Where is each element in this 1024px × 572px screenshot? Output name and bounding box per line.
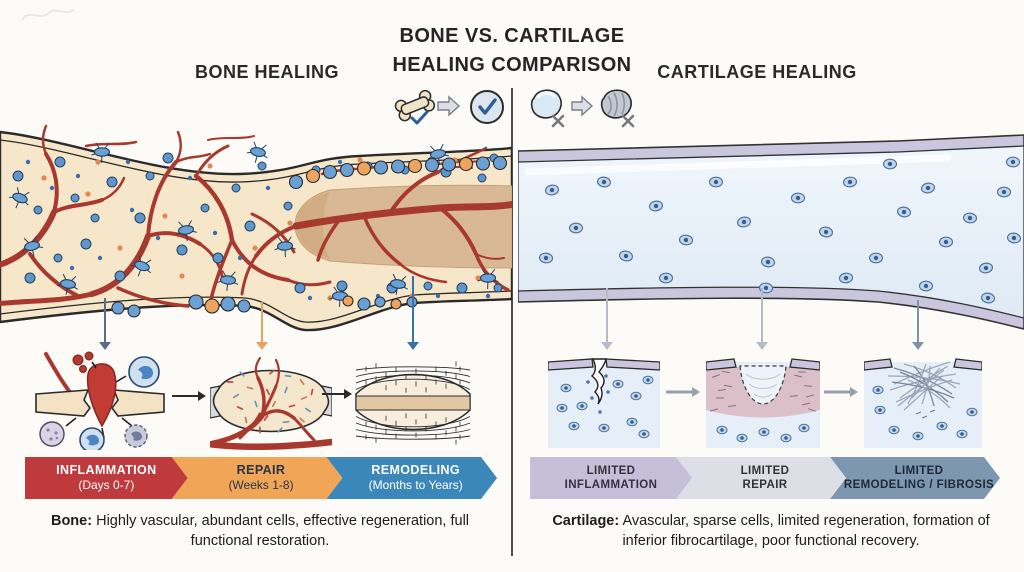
bone-outcome-icons	[394, 89, 504, 125]
fibrous-scar	[887, 361, 961, 419]
bone-timeline: INFLAMMATION (Days 0-7) REPAIR (Weeks 1-…	[25, 457, 497, 499]
cartilage-caption: Cartilage: Avascular, sparse cells, limi…	[552, 513, 990, 549]
cartilage-outcome-icons	[530, 89, 635, 128]
bone-stage-repair-panel	[210, 356, 332, 450]
center-divider	[511, 88, 513, 556]
central-band	[355, 395, 471, 411]
cartilage-timeline: LIMITED INFLAMMATION LIMITED REPAIR LIMI…	[530, 457, 1000, 499]
immune-cell-granulocyte	[39, 421, 65, 447]
bone-section-header: BONE HEALING	[194, 62, 339, 82]
timeline-inflammation: INFLAMMATION (Days 0-7)	[25, 457, 188, 499]
bone-cross-section-illustration	[0, 124, 512, 332]
hematoma	[86, 363, 117, 428]
immune-cell-neutrophil	[124, 424, 148, 448]
small-check-icon	[410, 110, 429, 125]
timeline-limited-remodeling: LIMITED REMODELING / FIBROSIS	[830, 457, 1000, 499]
recruitment-arrows	[65, 361, 133, 439]
bone-vessels-and-cells	[0, 124, 512, 318]
immune-cell-macrophage	[128, 356, 160, 388]
down-arrow-repair	[255, 302, 269, 350]
cartilage-stage-limited-repair-panel	[706, 358, 820, 448]
immune-cell-monocyte	[79, 427, 105, 450]
down-arrow-inflammation	[98, 298, 112, 350]
defect-crack	[590, 358, 607, 405]
repair-basin	[739, 365, 787, 405]
cartilage-stage-defect-panel	[548, 358, 660, 448]
down-arrow-remodeling	[406, 276, 420, 350]
ingrowing-vessels	[210, 356, 332, 450]
down-arrow-limited-repair	[755, 288, 769, 350]
bone-check-icon	[394, 89, 436, 122]
stage-arrow-2-to-3	[322, 388, 352, 400]
cartilage-section-header: CARTILAGE HEALING	[657, 62, 857, 82]
down-arrow-limited-inflammation	[600, 288, 614, 350]
stage-arrow-5-to-6	[824, 386, 858, 398]
bone-fragment-left	[35, 389, 91, 417]
cartilage-cross-section-illustration	[518, 134, 1024, 330]
cartilage-matrix	[518, 145, 1024, 319]
title-line-1: BONE VS. CARTILAGE	[399, 25, 625, 47]
faint-scribble	[21, 9, 75, 21]
arrow-right-icon	[571, 95, 594, 117]
cartilage-stage-fibrosis-panel	[864, 358, 982, 448]
chondrocyte-cells	[538, 156, 1022, 304]
arrow-right-icon	[437, 95, 461, 117]
damaged-cartilage-x-icon	[600, 89, 635, 128]
timeline-remodeling: REMODELING (Months to Years)	[326, 457, 497, 499]
stage-arrow-4-to-5	[666, 386, 700, 398]
timeline-limited-inflammation: LIMITED INFLAMMATION	[530, 457, 692, 499]
stage-arrow-1-to-2	[172, 390, 206, 402]
timeline-repair: REPAIR (Weeks 1-8)	[172, 457, 343, 499]
periosteum-bottom-line	[0, 290, 512, 323]
cartilage-x-icon	[530, 89, 565, 128]
down-arrow-fibrosis	[911, 300, 925, 350]
bone-caption: Bone: Highly vascular, abundant cells, e…	[50, 513, 470, 549]
bone-stage-remodeling-panel	[355, 361, 471, 445]
title-line-2: HEALING COMPARISON	[392, 54, 632, 76]
page-title: BONE VS. CARTILAGE HEALING COMPARISON	[332, 22, 692, 80]
circle-check-icon	[470, 90, 504, 124]
timeline-limited-repair: LIMITED REPAIR	[676, 457, 846, 499]
bone-stage-inflammation-panel	[35, 351, 165, 450]
bone-fragment-right	[111, 389, 165, 417]
